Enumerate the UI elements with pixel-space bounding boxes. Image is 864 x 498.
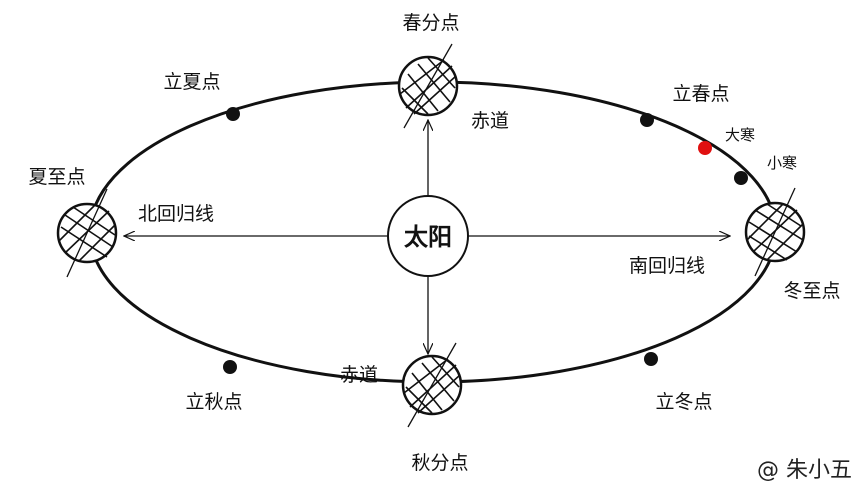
label-winter-solstice: 冬至点 <box>783 280 840 302</box>
label-spring-equinox: 春分点 <box>402 12 459 34</box>
label-summer-solstice: 夏至点 <box>28 166 85 188</box>
sun: 太阳 <box>387 195 469 277</box>
marker-start-of-winter <box>644 352 658 366</box>
marker-start-of-summer <box>226 107 240 121</box>
label-equator-top: 赤道 <box>471 110 509 132</box>
earth-summer-solstice <box>56 188 118 278</box>
label-start-of-autumn: 立秋点 <box>185 391 242 413</box>
label-tropic-of-cancer: 北回归线 <box>138 203 214 225</box>
marker-minor-cold <box>734 171 748 185</box>
marker-major-cold <box>698 141 712 155</box>
label-minor-cold: 小寒 <box>767 154 797 172</box>
label-start-of-summer: 立夏点 <box>163 71 220 93</box>
earth-winter-solstice <box>744 187 806 277</box>
label-start-of-winter: 立冬点 <box>655 391 712 413</box>
label-autumn-equinox: 秋分点 <box>411 452 468 474</box>
earth-spring-equinox <box>397 43 459 129</box>
label-start-of-spring: 立春点 <box>672 83 729 105</box>
marker-start-of-autumn <box>223 360 237 374</box>
sun-label: 太阳 <box>404 223 452 251</box>
earth-autumn-equinox <box>401 342 463 428</box>
label-major-cold: 大寒 <box>725 126 755 144</box>
label-tropic-of-capricorn: 南回归线 <box>629 255 705 277</box>
marker-start-of-spring <box>640 113 654 127</box>
label-equator-bottom: 赤道 <box>340 364 378 386</box>
watermark-credit: @ 朱小五 <box>757 458 852 483</box>
